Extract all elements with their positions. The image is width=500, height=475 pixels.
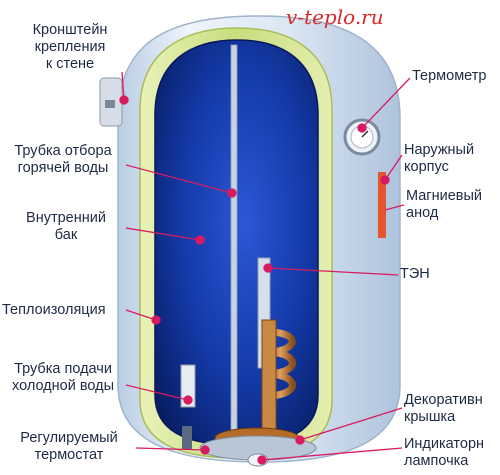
label-insulation: Теплоизоляция	[2, 302, 106, 318]
pointer-lines	[119, 71, 411, 465]
wall-bracket	[99, 77, 123, 127]
watermark: v-teplo.ru	[286, 5, 384, 29]
anode-bar	[378, 172, 386, 238]
thermometer-dial	[343, 118, 381, 156]
label-thermometer: Термометр	[412, 68, 487, 84]
hot-water-pipe	[230, 44, 238, 441]
cold-water-pipe	[180, 364, 196, 408]
label-heater: ТЭН	[400, 266, 430, 282]
thermostat-knob	[182, 426, 192, 450]
